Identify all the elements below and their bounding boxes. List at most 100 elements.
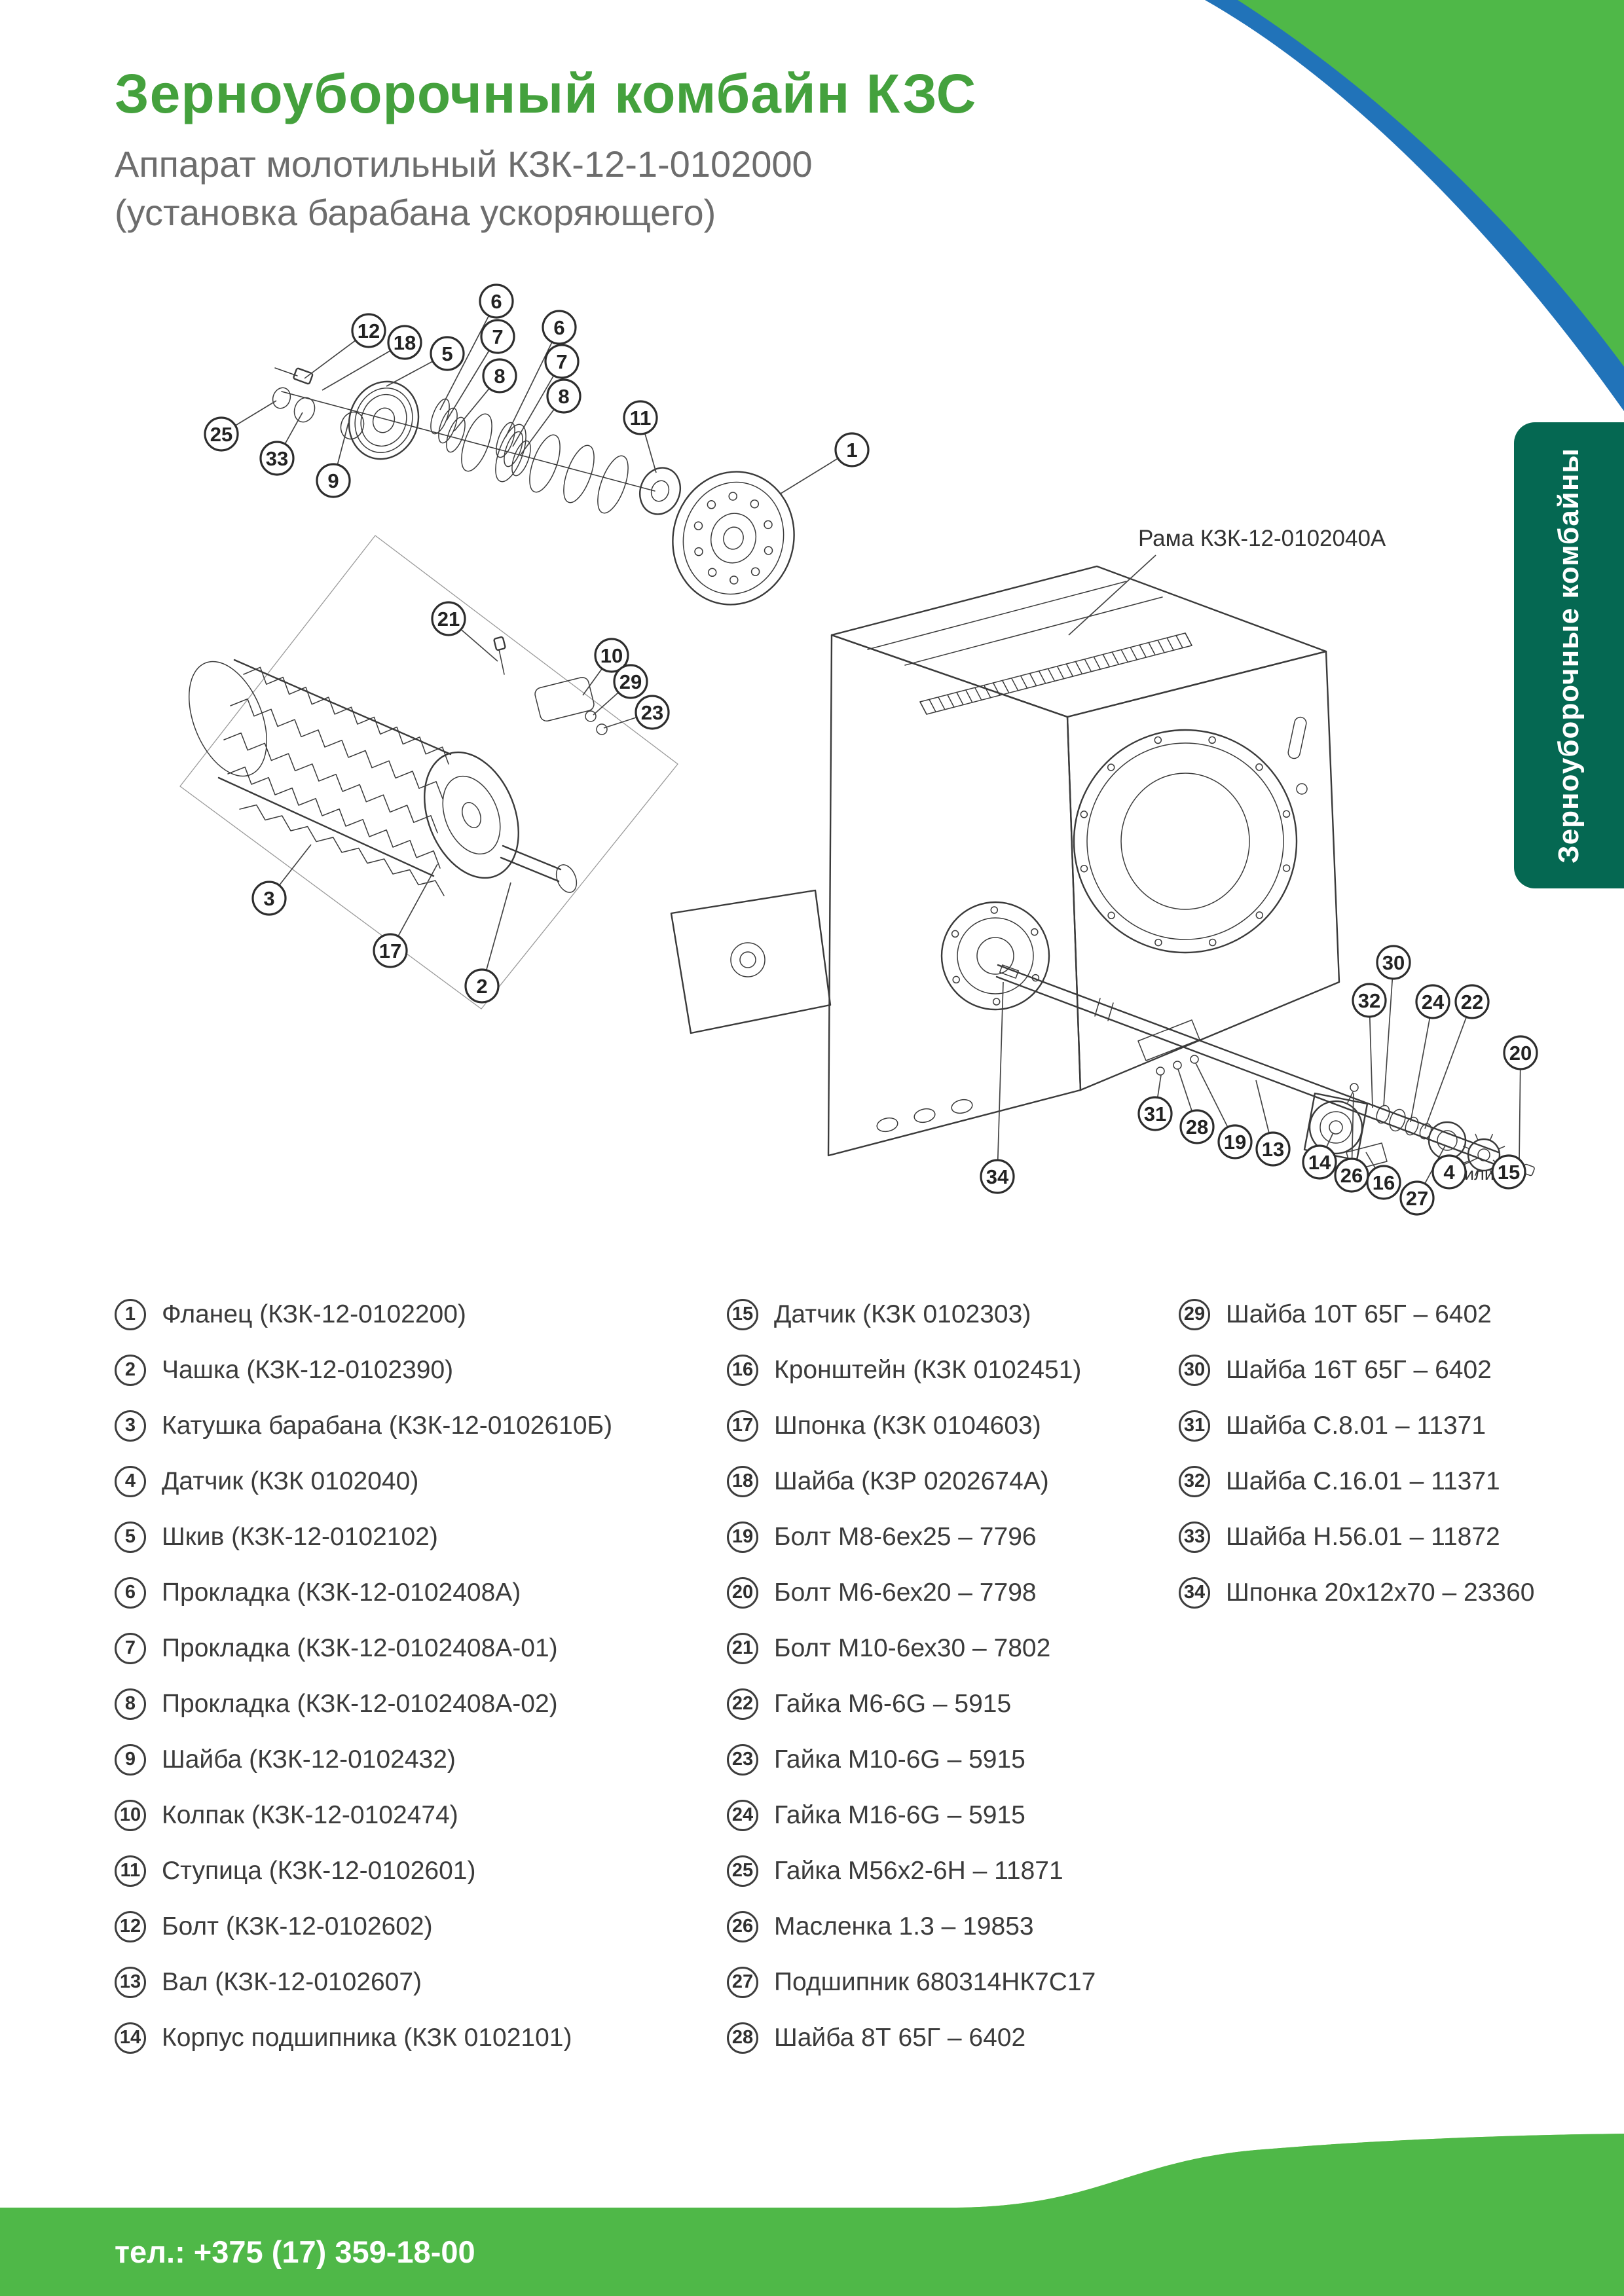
side-tab-combines[interactable]: Зерноуборочные комбайны	[1514, 422, 1624, 888]
part-number-badge: 34	[1179, 1576, 1210, 1609]
part-number-badge: 16	[727, 1354, 758, 1386]
svg-text:15: 15	[1498, 1161, 1520, 1184]
part-name: Болт М8-6ех25 – 7796	[774, 1522, 1037, 1551]
part-number-badge: 21	[727, 1632, 758, 1664]
svg-text:26: 26	[1340, 1164, 1363, 1187]
svg-text:34: 34	[986, 1165, 1009, 1188]
part-name: Болт (КЗК-12-0102602)	[162, 1912, 433, 1941]
callout-3: 3	[251, 881, 287, 916]
part-row-19: 19 Болт М8-6ех25 – 7796	[727, 1509, 1159, 1565]
part-name: Фланец (КЗК-12-0102200)	[162, 1300, 466, 1328]
part-row-33: 33 Шайба Н.56.01 – 11872	[1179, 1509, 1585, 1565]
part-number-badge: 33	[1179, 1521, 1210, 1553]
part-name: Подшипник 680314НК7С17	[774, 1967, 1096, 1996]
part-number-badge: 3	[115, 1410, 146, 1442]
part-name: Колпак (КЗК-12-0102474)	[162, 1800, 458, 1829]
part-number-badge: 32	[1179, 1465, 1210, 1497]
part-name: Ступица (КЗК-12-0102601)	[162, 1856, 476, 1885]
part-name: Прокладка (КЗК-12-0102408А-02)	[162, 1689, 558, 1718]
callout-13: 13	[1255, 1131, 1291, 1167]
svg-text:33: 33	[266, 447, 288, 470]
diagram-generated-details	[223, 492, 1505, 1176]
svg-text:19: 19	[1224, 1131, 1246, 1154]
svg-text:9: 9	[327, 469, 339, 492]
callout-8: 8	[546, 378, 581, 414]
frame-label: Рама КЗК-12-0102040А	[1138, 526, 1386, 551]
svg-text:27: 27	[1406, 1187, 1428, 1210]
diagram-line-art	[179, 367, 1535, 1176]
side-tab-label: Зерноуборочные комбайны	[1553, 447, 1585, 864]
part-number-badge: 30	[1179, 1354, 1210, 1386]
callout-20: 20	[1503, 1035, 1538, 1070]
callout-26: 26	[1334, 1157, 1369, 1193]
part-number-badge: 12	[115, 1910, 146, 1942]
callout-24: 24	[1415, 984, 1450, 1019]
corner-green-shape	[1238, 0, 1624, 367]
part-row-11: 11 Ступица (КЗК-12-0102601)	[115, 1843, 704, 1899]
svg-text:1: 1	[846, 439, 857, 462]
svg-text:20: 20	[1509, 1042, 1532, 1065]
callout-25: 25	[204, 416, 239, 452]
svg-text:31: 31	[1144, 1102, 1166, 1125]
part-name: Шкив (КЗК-12-0102102)	[162, 1522, 438, 1551]
part-row-21: 21 Болт М10-6ех30 – 7802	[727, 1620, 1159, 1676]
callout-7: 7	[544, 344, 580, 379]
svg-text:7: 7	[492, 325, 503, 348]
svg-text:21: 21	[437, 608, 460, 630]
part-name: Катушка барабана (КЗК-12-0102610Б)	[162, 1411, 613, 1440]
part-name: Шайба Н.56.01 – 11872	[1226, 1522, 1500, 1551]
part-number-badge: 2	[115, 1354, 146, 1386]
part-name: Гайка М10-6G – 5915	[774, 1745, 1025, 1774]
callout-30: 30	[1376, 945, 1411, 980]
callout-22: 22	[1454, 984, 1490, 1019]
part-number-badge: 7	[115, 1632, 146, 1664]
part-number-badge: 15	[727, 1298, 758, 1330]
callout-15: 15	[1491, 1154, 1526, 1190]
svg-text:23: 23	[641, 701, 663, 724]
part-number-badge: 11	[115, 1855, 146, 1887]
callout-7: 7	[480, 319, 515, 354]
part-name: Чашка (КЗК-12-0102390)	[162, 1355, 454, 1384]
callout-34: 34	[980, 1159, 1015, 1194]
part-name: Гайка М6-6G – 5915	[774, 1689, 1012, 1718]
part-number-badge: 20	[727, 1576, 758, 1609]
part-number-badge: 19	[727, 1521, 758, 1553]
part-number-badge: 6	[115, 1576, 146, 1609]
part-number-badge: 1	[115, 1298, 146, 1330]
part-name: Болт М10-6ех30 – 7802	[774, 1633, 1051, 1662]
svg-text:3: 3	[263, 887, 274, 910]
part-name: Шайба С.16.01 – 11371	[1226, 1467, 1500, 1495]
callout-6: 6	[479, 283, 514, 319]
part-number-badge: 5	[115, 1521, 146, 1553]
part-row-4: 4 Датчик (КЗК 0102040)	[115, 1453, 704, 1509]
callout-1: 1	[834, 432, 870, 467]
or-label: или	[1464, 1164, 1494, 1184]
svg-text:17: 17	[379, 939, 401, 962]
part-number-badge: 22	[727, 1688, 758, 1720]
part-number-badge: 4	[115, 1465, 146, 1497]
part-name: Шайба (КЗР 0202674А)	[774, 1467, 1049, 1495]
svg-text:12: 12	[358, 319, 380, 342]
part-number-badge: 26	[727, 1910, 758, 1942]
callout-2: 2	[464, 968, 500, 1004]
part-number-badge: 13	[115, 1966, 146, 1998]
svg-text:7: 7	[556, 350, 567, 373]
callout-32: 32	[1352, 983, 1387, 1018]
part-name: Датчик (КЗК 0102040)	[162, 1467, 419, 1495]
part-number-badge: 23	[727, 1743, 758, 1776]
callout-17: 17	[373, 933, 408, 968]
